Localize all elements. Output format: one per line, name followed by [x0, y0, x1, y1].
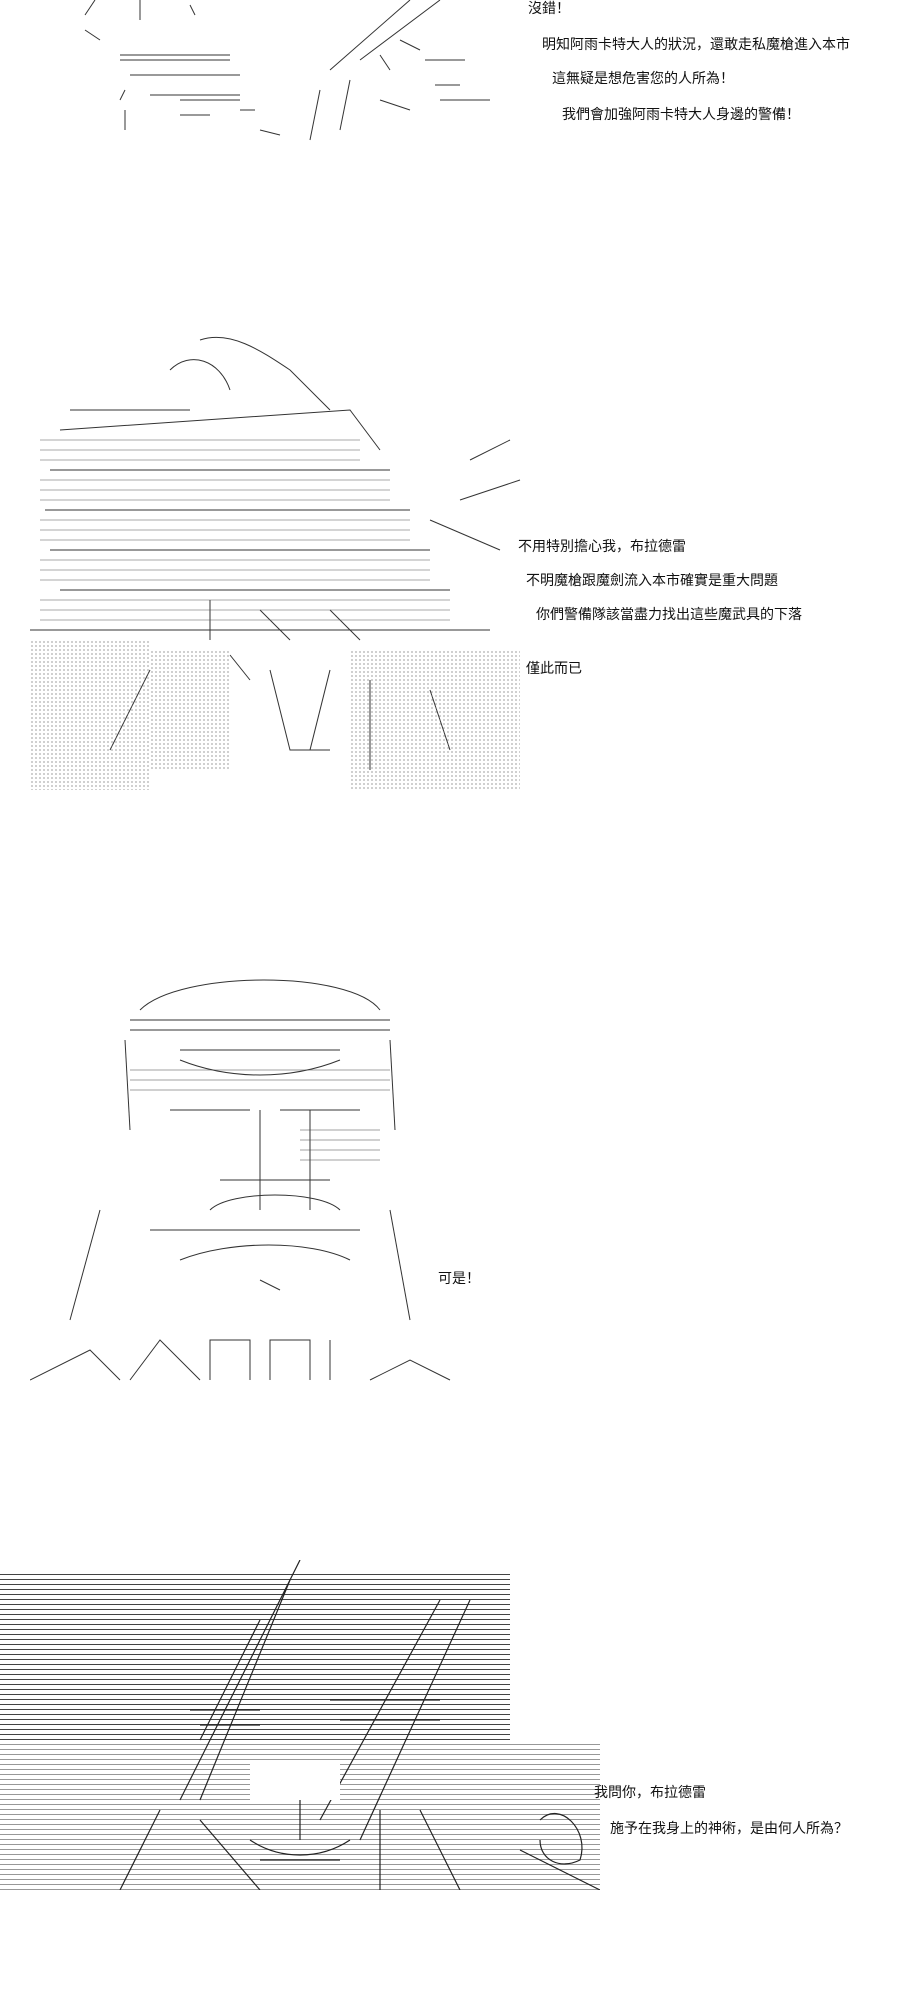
ascii-art-figure-3: [30, 960, 460, 1390]
dialogue-line: 我們會加強阿雨卡特大人身邊的警備！: [562, 107, 800, 123]
panel-1: 沒錯！ 明知阿雨卡特大人的狀況，還敢走私魔槍進入本市 這無疑是想危害您的人所為！…: [0, 0, 899, 160]
ascii-art-strokes-4: [119, 1560, 600, 1890]
dialogue-line: 不明魔槍跟魔劍流入本市確實是重大問題: [526, 573, 778, 589]
ascii-dot-fill: [30, 640, 150, 790]
ascii-art-figure-4: [0, 1560, 600, 1890]
dialogue-line: 沒錯！: [528, 1, 570, 17]
ascii-dot-fill: [350, 650, 520, 790]
panel-4: 我問你，布拉德雷 施予在我身上的神術，是由何人所為？: [0, 1560, 899, 2000]
dialogue-line: 可是！: [438, 1271, 480, 1287]
dialogue-line: 僅此而已: [526, 661, 582, 677]
dialogue-line: 不用特別擔心我，布拉德雷: [518, 539, 686, 555]
ascii-dot-fill: [150, 650, 230, 770]
ascii-art-figure-1: [80, 0, 500, 150]
ascii-art-strokes-1: [84, 0, 490, 141]
ascii-art-strokes-3: [30, 979, 451, 1381]
dialogue-line: 明知阿雨卡特大人的狀況，還敢走私魔槍進入本市: [542, 37, 850, 53]
dialogue-line: 這無疑是想危害您的人所為！: [552, 71, 734, 87]
dialogue-line: 我問你，布拉德雷: [594, 1785, 706, 1801]
dialogue-line: 施予在我身上的神術，是由何人所為？: [610, 1821, 848, 1837]
ascii-art-figure-2: [30, 310, 530, 800]
ascii-hatch-background: [0, 1570, 510, 1740]
panel-3: 可是！: [0, 960, 899, 1410]
panel-2: 不用特別擔心我，布拉德雷 不明魔槍跟魔劍流入本市確實是重大問題 你們警備隊該當盡…: [0, 300, 899, 800]
dialogue-line: 你們警備隊該當盡力找出這些魔武具的下落: [536, 607, 802, 623]
ascii-art-strokes-2: [30, 336, 521, 770]
